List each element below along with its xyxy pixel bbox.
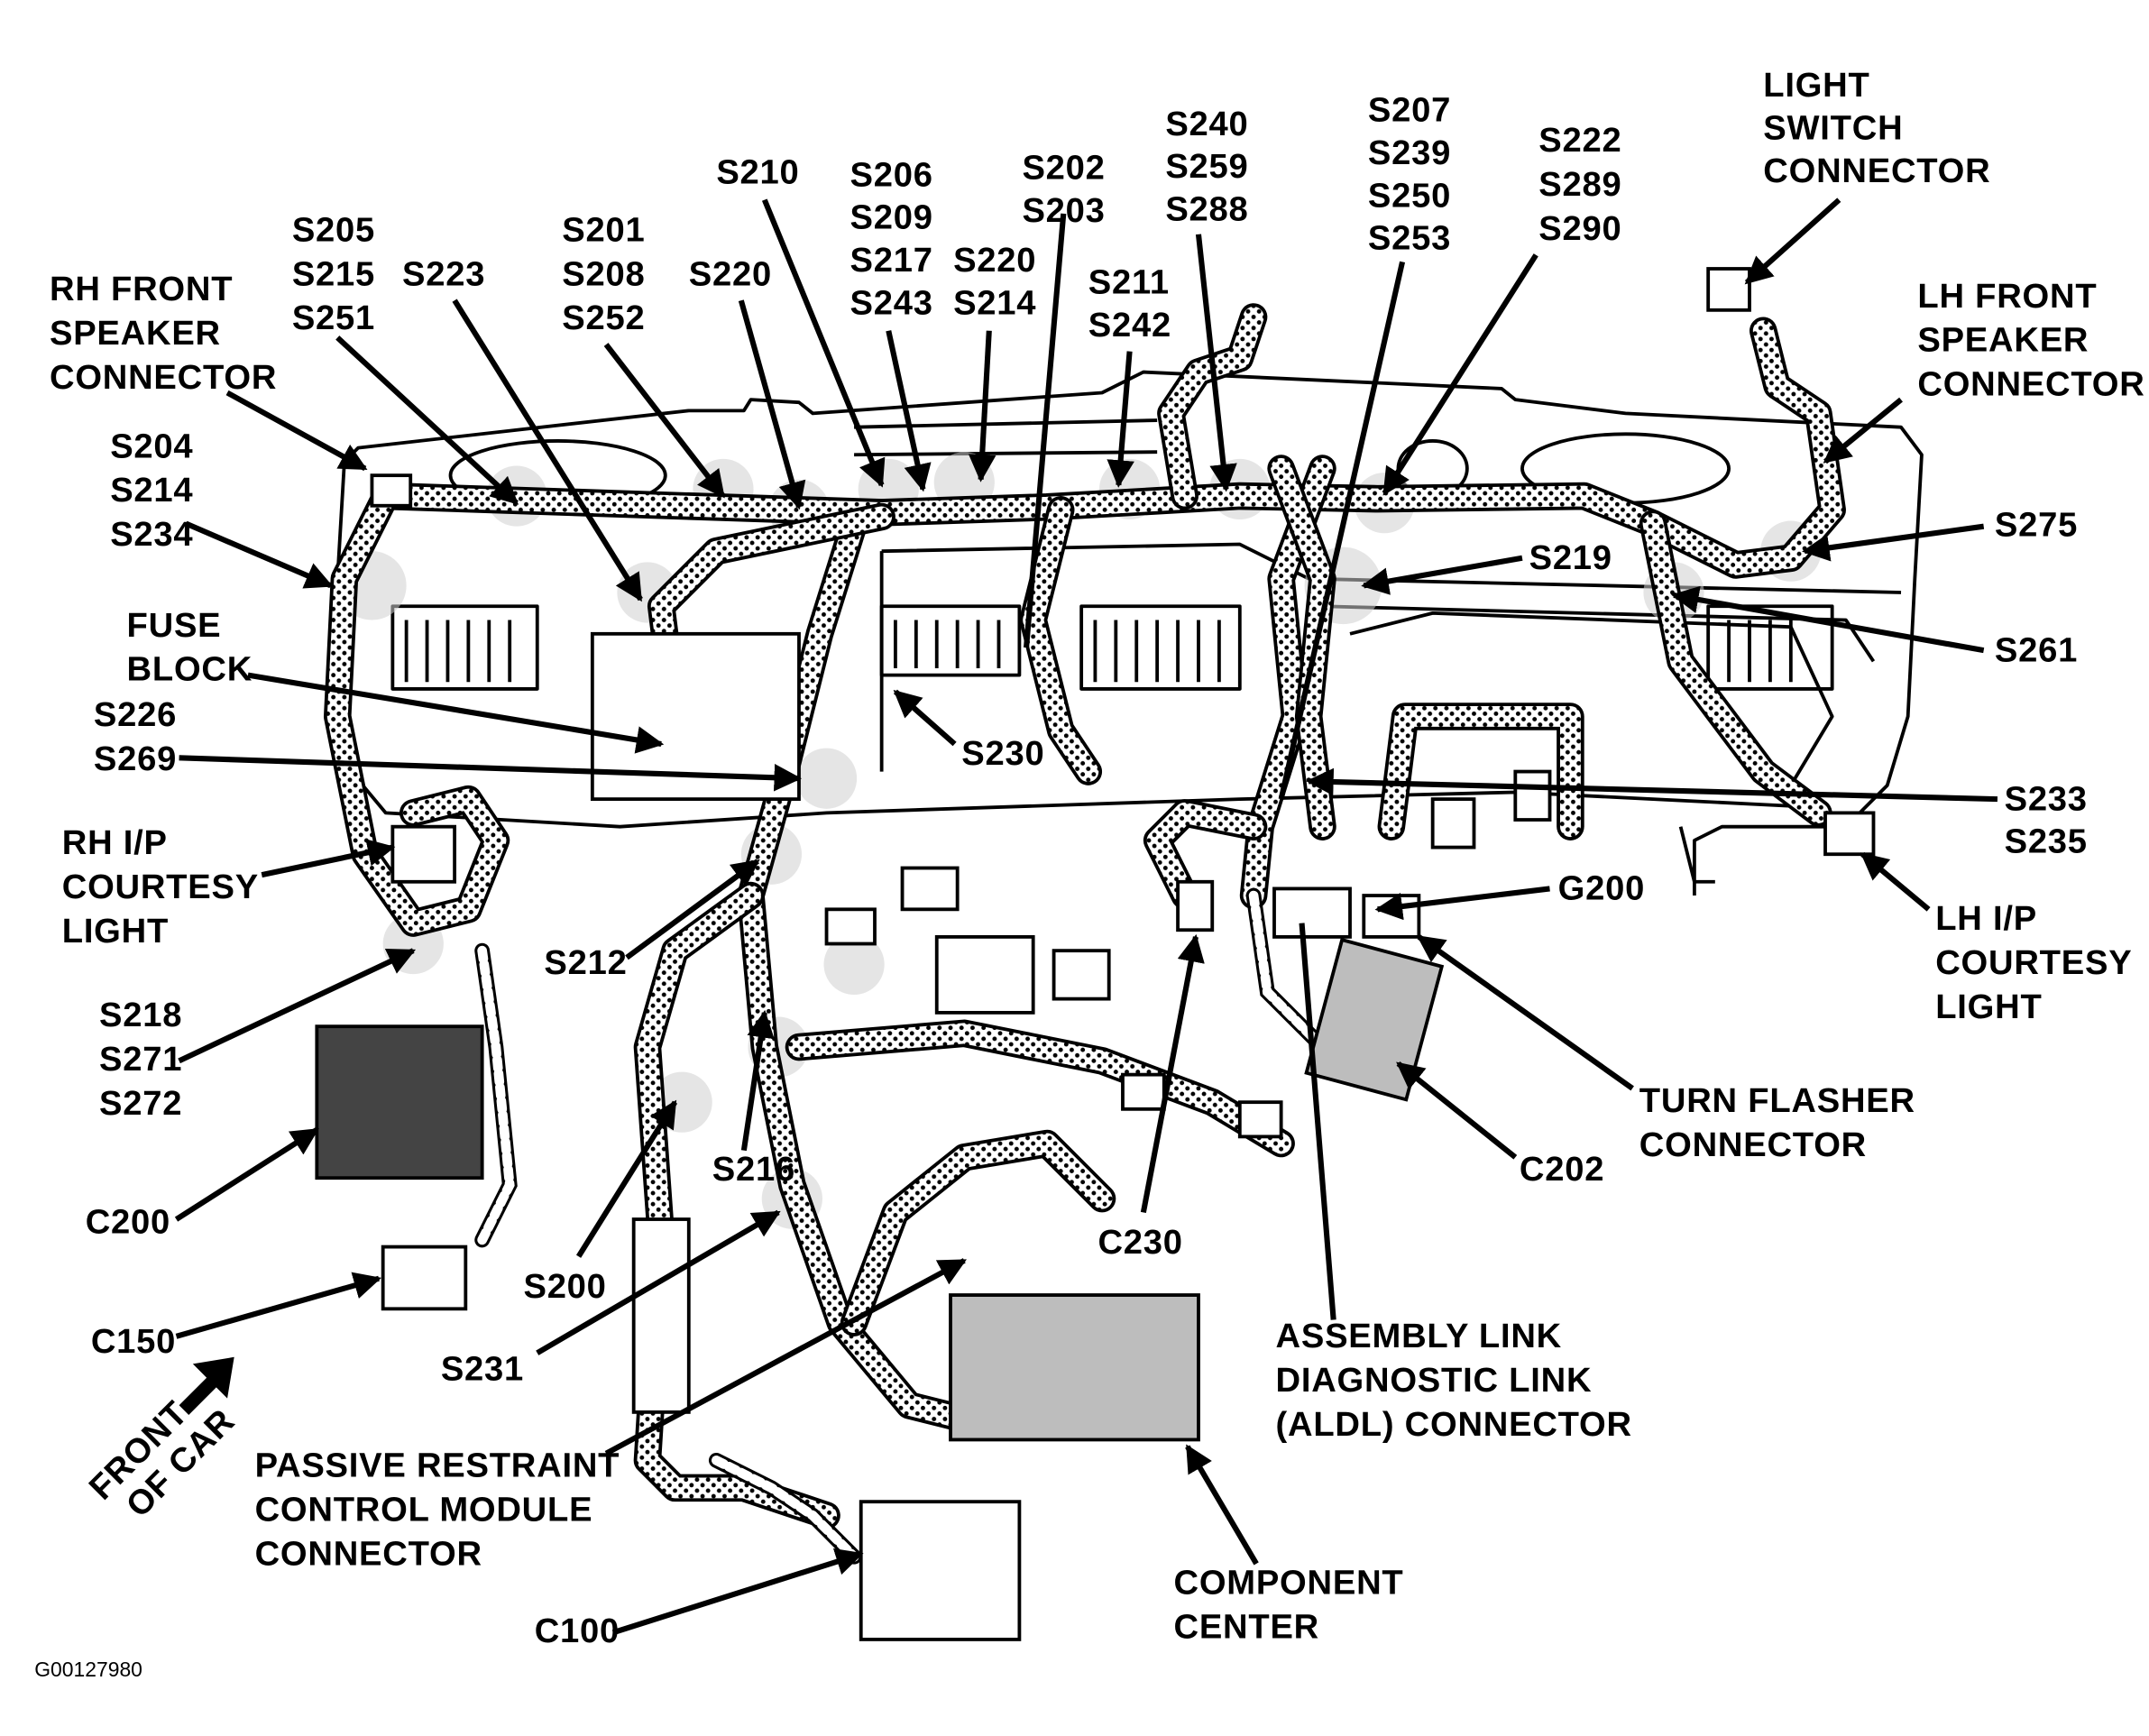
label-front-of-car: FRONTOF CAR	[82, 1374, 243, 1535]
rh-front-speaker-connector	[370, 473, 413, 508]
c230-connector	[1176, 879, 1215, 932]
label-c200: C200	[86, 1202, 170, 1241]
label-s223: S223	[402, 254, 485, 293]
aldl-connector	[1272, 886, 1352, 939]
c150-connector	[381, 1245, 468, 1311]
components	[315, 267, 1876, 1641]
lh-ip-courtesy-light	[1823, 811, 1876, 857]
label-s261: S261	[1995, 630, 2078, 669]
light-switch-connector	[1706, 267, 1751, 312]
label-s212: S212	[544, 943, 627, 982]
label-s200: S200	[523, 1267, 606, 1306]
label-c230: C230	[1097, 1223, 1182, 1262]
label-c202: C202	[1520, 1150, 1604, 1189]
label-s220: S220	[689, 254, 772, 293]
front-of-car-indicator: FRONTOF CAR	[82, 1356, 243, 1535]
label-s219: S219	[1529, 538, 1612, 577]
label-s231: S231	[441, 1350, 524, 1389]
label-s216: S216	[712, 1150, 795, 1189]
c100-connector	[859, 1500, 1022, 1641]
c202-connector	[1304, 937, 1445, 1102]
turn-flasher-connector	[1362, 894, 1421, 939]
c200-connector	[315, 1024, 484, 1180]
component-center	[949, 1293, 1200, 1442]
leader-arrows	[174, 197, 1998, 1636]
rh-ip-courtesy-light	[390, 824, 457, 884]
front-arrow-icon	[179, 1356, 234, 1415]
label-s230: S230	[961, 734, 1044, 773]
passive-restraint-connector	[631, 1217, 691, 1414]
label-g200: G200	[1558, 869, 1645, 908]
label-c150: C150	[91, 1322, 176, 1361]
figure-id: G00127980	[34, 1658, 142, 1681]
label-s210: S210	[716, 152, 799, 191]
label-s275: S275	[1995, 505, 2078, 544]
label-c100: C100	[535, 1612, 620, 1650]
